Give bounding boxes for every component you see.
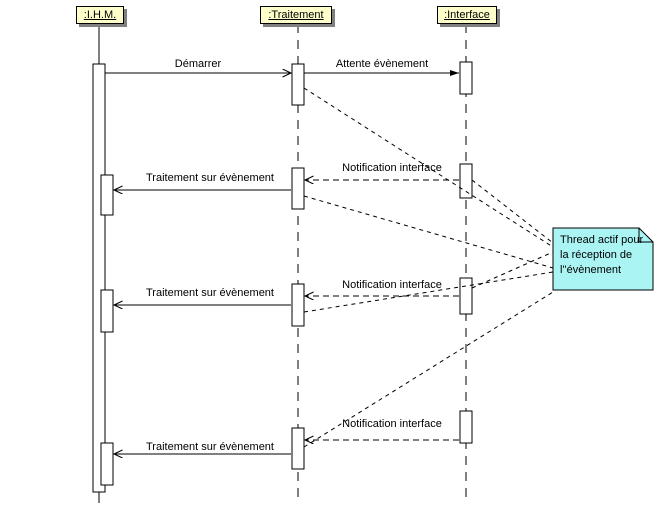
interface-activation-2[interactable] xyxy=(459,163,473,199)
ihm-main-activation[interactable] xyxy=(92,63,106,493)
interface-activation-4[interactable] xyxy=(459,410,473,444)
note-anchor-traitement-2 xyxy=(303,195,554,269)
note-anchor-interface-3 xyxy=(471,251,554,289)
lifeline-label-traitement: :Traitement xyxy=(268,9,324,21)
ihm-activation-3[interactable] xyxy=(100,442,114,486)
lifeline-head-interface[interactable]: :Interface xyxy=(437,6,497,24)
note-anchor-interface-2 xyxy=(471,179,554,244)
note-anchor-traitement-1 xyxy=(303,87,554,248)
ihm-activation-2[interactable] xyxy=(100,289,114,333)
interface-activation-3[interactable] xyxy=(459,277,473,315)
message-label-traitement-sur-evenement-1: Traitement sur évènement xyxy=(146,172,274,184)
message-label-traitement-sur-evenement-3: Traitement sur évènement xyxy=(146,441,274,453)
message-label-notification-interface-1: Notification interface xyxy=(342,162,442,174)
traitement-activation-3[interactable] xyxy=(291,283,305,327)
traitement-activation-2[interactable] xyxy=(291,167,305,210)
lifeline-label-interface: :Interface xyxy=(444,9,490,21)
note-text: Thread actif pour la réception de l''évè… xyxy=(560,234,644,276)
message-label-notification-interface-3: Notification interface xyxy=(342,418,442,430)
message-label-notification-interface-2: Notification interface xyxy=(342,279,442,291)
note-body[interactable] xyxy=(552,227,654,291)
lifeline-label-ihm: :I.H.M. xyxy=(83,9,117,21)
traitement-activation-1[interactable] xyxy=(291,63,305,106)
note-anchor-traitement-4 xyxy=(303,291,554,448)
message-label-attente-evenement: Attente évènement xyxy=(335,58,429,70)
message-label-traitement-sur-evenement-2: Traitement sur évènement xyxy=(146,287,274,299)
lifeline-head-ihm[interactable]: :I.H.M. xyxy=(76,6,124,24)
interface-activation-1[interactable] xyxy=(459,61,473,95)
note-anchor-traitement-3 xyxy=(303,271,554,313)
note-fold-corner-icon xyxy=(638,228,653,243)
message-label-demarrer: Démarrer xyxy=(174,58,222,70)
lifeline-head-traitement[interactable]: :Traitement xyxy=(260,6,332,24)
traitement-activation-4[interactable] xyxy=(291,427,305,470)
ihm-activation-1[interactable] xyxy=(100,174,114,216)
